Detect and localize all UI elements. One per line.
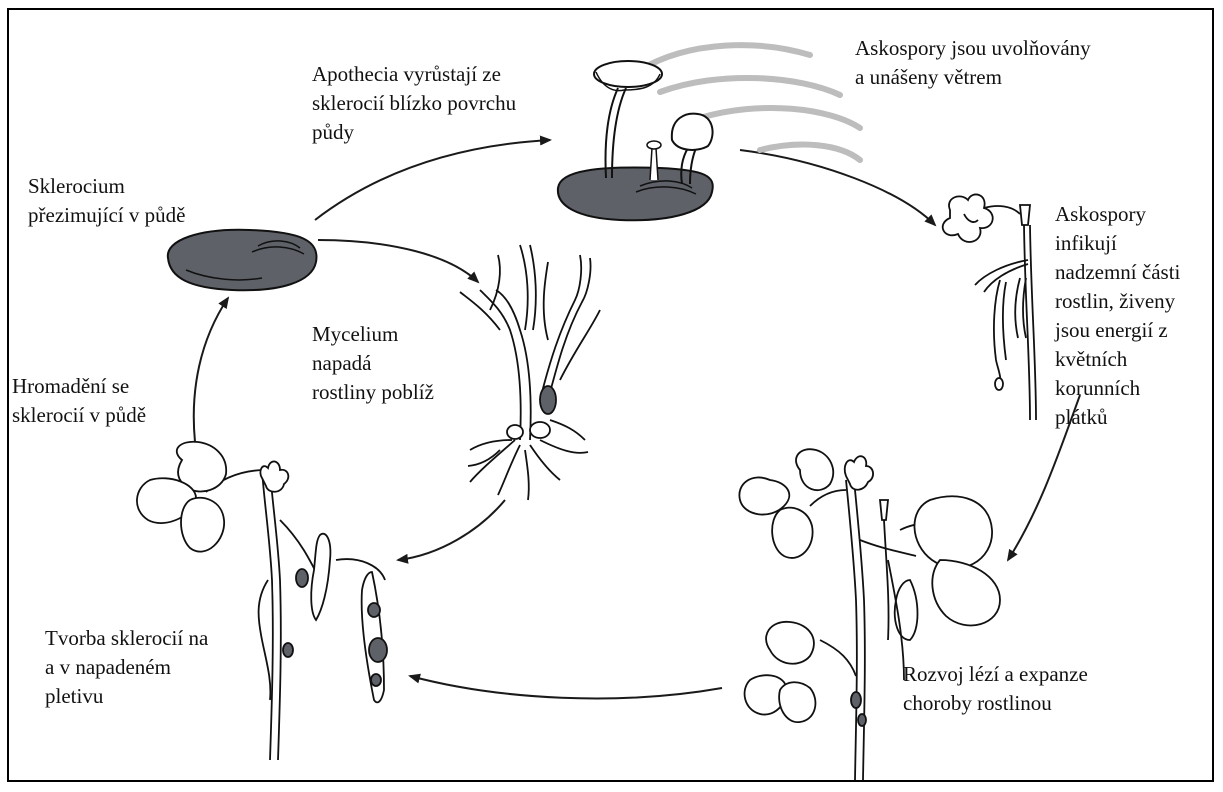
label-sclerotium-overwinter-line: Sklerocium: [28, 172, 185, 201]
label-apothecia-line: půdy: [312, 118, 516, 147]
label-accumulation: Hromadění se sklerocií v půdě: [12, 372, 146, 430]
label-ascospores-released: Askospory jsou uvolňovány a unášeny větr…: [855, 34, 1091, 92]
label-sclerotia-formation-line: a v napadeném: [45, 653, 208, 682]
label-mycelium-line: napadá: [312, 349, 434, 378]
label-apothecia: Apothecia vyrůstají ze sklerocií blízko …: [312, 60, 516, 147]
label-mycelium: Mycelium napadá rostliny poblíž: [312, 320, 434, 407]
label-ascospores-infect-line: korunních: [1055, 374, 1180, 403]
label-sclerotium-overwinter: Sklerocium přezimující v půdě: [28, 172, 185, 230]
arrow-sclerotium-to-apothecia: [315, 140, 550, 220]
label-apothecia-line: Apothecia vyrůstají ze: [312, 60, 516, 89]
label-apothecia-line: sklerocií blízko povrchu: [312, 89, 516, 118]
label-lesion-development-line: Rozvoj lézí a expanze: [903, 660, 1088, 689]
label-mycelium-line: rostliny poblíž: [312, 378, 434, 407]
flower-icon: [943, 194, 1036, 420]
label-lesion-development-line: choroby rostlinou: [903, 689, 1088, 718]
label-ascospores-infect-line: infikují: [1055, 229, 1180, 258]
label-ascospores-infect-line: nadzemní části: [1055, 258, 1180, 287]
label-ascospores-released-line: a unášeny větrem: [855, 63, 1091, 92]
infected-bean-plant-icon: [137, 442, 387, 760]
arrow-accumulation-to-sclerotium: [194, 298, 228, 442]
arrow-lesion-to-formation: [410, 676, 722, 698]
label-ascospores-infect-line: Askospory: [1055, 200, 1180, 229]
label-ascospores-infect: Askospory infikují nadzemní části rostli…: [1055, 200, 1180, 432]
label-sclerotia-formation-line: pletivu: [45, 682, 208, 711]
label-ascospores-infect-line: rostlin, živeny: [1055, 287, 1180, 316]
label-sclerotia-formation: Tvorba sklerocií na a v napadeném pletiv…: [45, 624, 208, 711]
label-ascospores-released-line: Askospory jsou uvolňovány: [855, 34, 1091, 63]
label-accumulation-line: sklerocií v půdě: [12, 401, 146, 430]
label-sclerotia-formation-line: Tvorba sklerocií na: [45, 624, 208, 653]
label-lesion-development: Rozvoj lézí a expanze choroby rostlinou: [903, 660, 1088, 718]
label-mycelium-line: Mycelium: [312, 320, 434, 349]
label-ascospores-infect-line: květních: [1055, 345, 1180, 374]
arrow-sclerotium-to-mycelium: [318, 240, 478, 282]
label-ascospores-infect-line: jsou energií z: [1055, 316, 1180, 345]
sclerotium-icon: [168, 230, 317, 290]
label-sclerotium-overwinter-line: přezimující v půdě: [28, 201, 185, 230]
diseased-bean-plant-icon: [739, 449, 1000, 780]
label-accumulation-line: Hromadění se: [12, 372, 146, 401]
label-ascospores-infect-line: plátků: [1055, 403, 1180, 432]
arrow-apothecia-to-flower: [740, 150, 935, 225]
arrow-mycelium-to-formation: [398, 500, 505, 560]
root-mycelium-icon: [460, 245, 600, 500]
